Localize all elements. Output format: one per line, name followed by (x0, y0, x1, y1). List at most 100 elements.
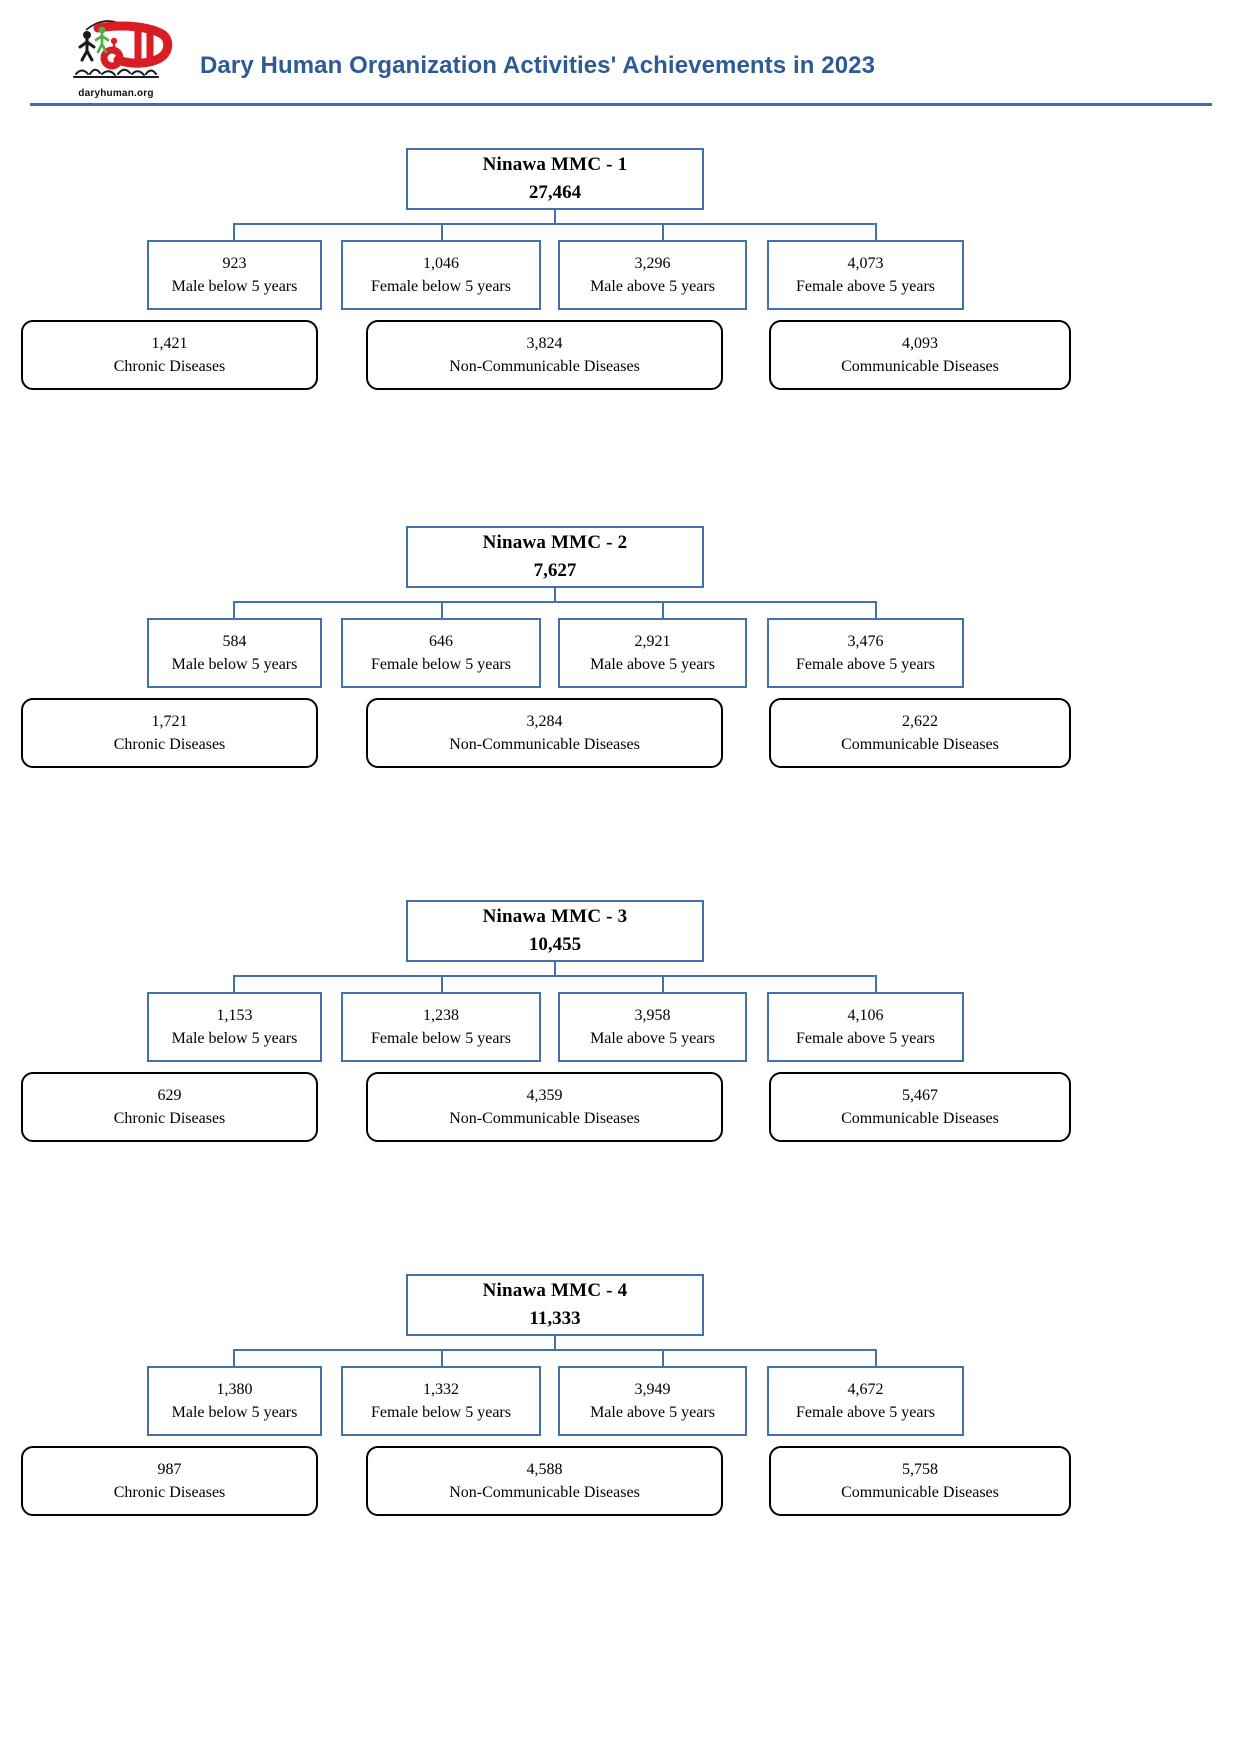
demographic-label: Male below 5 years (171, 1403, 298, 1421)
demographic-value: 646 (429, 632, 453, 650)
disease-box[interactable]: 4,588 Non-Communicable Diseases (366, 1446, 723, 1516)
disease-value: 2,622 (902, 712, 938, 730)
demographic-box[interactable]: 1,153 Male below 5 years (147, 992, 322, 1062)
diseases-row: 1,421 Chronic Diseases 3,824 Non-Communi… (0, 320, 1240, 390)
demographic-box[interactable]: 3,958 Male above 5 years (558, 992, 747, 1062)
demographic-label: Female below 5 years (371, 1403, 511, 1421)
mmc-root-box[interactable]: Ninawa MMC - 4 11,333 (406, 1274, 704, 1336)
demographic-value: 4,073 (847, 254, 884, 272)
demographic-label: Female above 5 years (795, 655, 936, 673)
demographic-value: 3,958 (634, 1006, 671, 1024)
demographic-label: Male above 5 years (590, 655, 715, 673)
demographic-value: 3,476 (847, 632, 884, 650)
disease-box[interactable]: 987 Chronic Diseases (21, 1446, 318, 1516)
demographic-value: 3,296 (634, 254, 671, 272)
disease-box[interactable]: 4,093 Communicable Diseases (769, 320, 1071, 390)
demographic-label: Male above 5 years (590, 1403, 715, 1421)
connector-drop-2 (441, 975, 443, 993)
mmc-title: Ninawa MMC - 4 (482, 1280, 628, 1301)
disease-box[interactable]: 629 Chronic Diseases (21, 1072, 318, 1142)
mmc-section: Ninawa MMC - 2 7,627 584 Male below 5 ye… (0, 498, 1240, 838)
demographic-box[interactable]: 1,046 Female below 5 years (341, 240, 541, 310)
connector-drop-1 (233, 601, 235, 619)
tree-connectors (0, 210, 1240, 242)
demographic-label: Female below 5 years (371, 1029, 511, 1047)
mmc-root-box[interactable]: Ninawa MMC - 2 7,627 (406, 526, 704, 588)
demographic-label: Female below 5 years (371, 655, 511, 673)
connector-drop-3 (662, 975, 664, 993)
demographic-box[interactable]: 4,106 Female above 5 years (767, 992, 964, 1062)
disease-value: 4,093 (902, 334, 938, 352)
connector-horizontal-bar (233, 601, 876, 603)
demographic-box[interactable]: 1,332 Female below 5 years (341, 1366, 541, 1436)
demographic-label: Female above 5 years (795, 1403, 936, 1421)
demographic-box[interactable]: 1,238 Female below 5 years (341, 992, 541, 1062)
mmc-section: Ninawa MMC - 3 10,455 1,153 Male below 5… (0, 872, 1240, 1212)
disease-value: 987 (157, 1460, 182, 1478)
mmc-total-value: 7,627 (533, 560, 577, 581)
mmc-title: Ninawa MMC - 1 (482, 154, 628, 175)
disease-box[interactable]: 3,284 Non-Communicable Diseases (366, 698, 723, 768)
demographic-box[interactable]: 3,476 Female above 5 years (767, 618, 964, 688)
disease-box[interactable]: 1,421 Chronic Diseases (21, 320, 318, 390)
demographic-box[interactable]: 1,380 Male below 5 years (147, 1366, 322, 1436)
demographic-box[interactable]: 584 Male below 5 years (147, 618, 322, 688)
demographic-box[interactable]: 2,921 Male above 5 years (558, 618, 747, 688)
demographic-value: 923 (222, 254, 247, 272)
demographic-value: 1,153 (216, 1006, 253, 1024)
disease-label: Communicable Diseases (841, 1483, 999, 1501)
disease-box[interactable]: 5,758 Communicable Diseases (769, 1446, 1071, 1516)
demographic-value: 1,380 (216, 1380, 253, 1398)
connector-horizontal-bar (233, 1349, 876, 1351)
mmc-section: Ninawa MMC - 4 11,333 1,380 Male below 5… (0, 1246, 1240, 1586)
disease-box[interactable]: 1,721 Chronic Diseases (21, 698, 318, 768)
demographic-box[interactable]: 4,672 Female above 5 years (767, 1366, 964, 1436)
disease-box[interactable]: 4,359 Non-Communicable Diseases (366, 1072, 723, 1142)
disease-label: Non-Communicable Diseases (449, 735, 640, 753)
connector-drop-4 (875, 601, 877, 619)
demographic-label: Female above 5 years (795, 277, 936, 295)
disease-label: Chronic Diseases (113, 735, 226, 753)
connector-horizontal-bar (233, 975, 876, 977)
disease-value: 5,758 (902, 1460, 938, 1478)
disease-box[interactable]: 3,824 Non-Communicable Diseases (366, 320, 723, 390)
demographic-box[interactable]: 3,296 Male above 5 years (558, 240, 747, 310)
disease-value: 1,421 (151, 334, 188, 352)
disease-label: Communicable Diseases (841, 1109, 999, 1127)
demographics-row: 923 Male below 5 years 1,046 Female belo… (0, 240, 1240, 310)
sections-container: Ninawa MMC - 1 27,464 923 Male below 5 y… (0, 108, 1240, 1516)
demographic-label: Male above 5 years (590, 277, 715, 295)
disease-label: Non-Communicable Diseases (449, 357, 640, 375)
disease-value: 1,721 (151, 712, 188, 730)
connector-drop-1 (233, 975, 235, 993)
disease-label: Chronic Diseases (113, 1109, 226, 1127)
connector-trunk (554, 962, 556, 976)
disease-label: Non-Communicable Diseases (449, 1483, 640, 1501)
demographic-label: Female above 5 years (795, 1029, 936, 1047)
connector-drop-3 (662, 601, 664, 619)
demographic-label: Male above 5 years (590, 1029, 715, 1047)
mmc-total-value: 10,455 (528, 934, 582, 955)
mmc-root-box[interactable]: Ninawa MMC - 3 10,455 (406, 900, 704, 962)
dary-human-logo: daryhuman.org (52, 8, 180, 104)
demographic-box[interactable]: 3,949 Male above 5 years (558, 1366, 747, 1436)
connector-trunk (554, 210, 556, 224)
demographic-value: 1,046 (423, 254, 459, 272)
tree-connectors (0, 962, 1240, 994)
mmc-section: Ninawa MMC - 1 27,464 923 Male below 5 y… (0, 120, 1240, 460)
disease-box[interactable]: 2,622 Communicable Diseases (769, 698, 1071, 768)
disease-box[interactable]: 5,467 Communicable Diseases (769, 1072, 1071, 1142)
demographic-value: 4,672 (847, 1380, 884, 1398)
disease-label: Chronic Diseases (113, 1483, 226, 1501)
logo-url-text: daryhuman.org (78, 88, 154, 99)
demographic-box[interactable]: 4,073 Female above 5 years (767, 240, 964, 310)
demographics-row: 1,153 Male below 5 years 1,238 Female be… (0, 992, 1240, 1062)
connector-drop-1 (233, 223, 235, 241)
demographic-label: Male below 5 years (171, 277, 298, 295)
demographic-box[interactable]: 646 Female below 5 years (341, 618, 541, 688)
mmc-root-box[interactable]: Ninawa MMC - 1 27,464 (406, 148, 704, 210)
demographic-value: 1,238 (423, 1006, 459, 1024)
demographic-box[interactable]: 923 Male below 5 years (147, 240, 322, 310)
mmc-title: Ninawa MMC - 3 (482, 906, 628, 927)
connector-horizontal-bar (233, 223, 876, 225)
